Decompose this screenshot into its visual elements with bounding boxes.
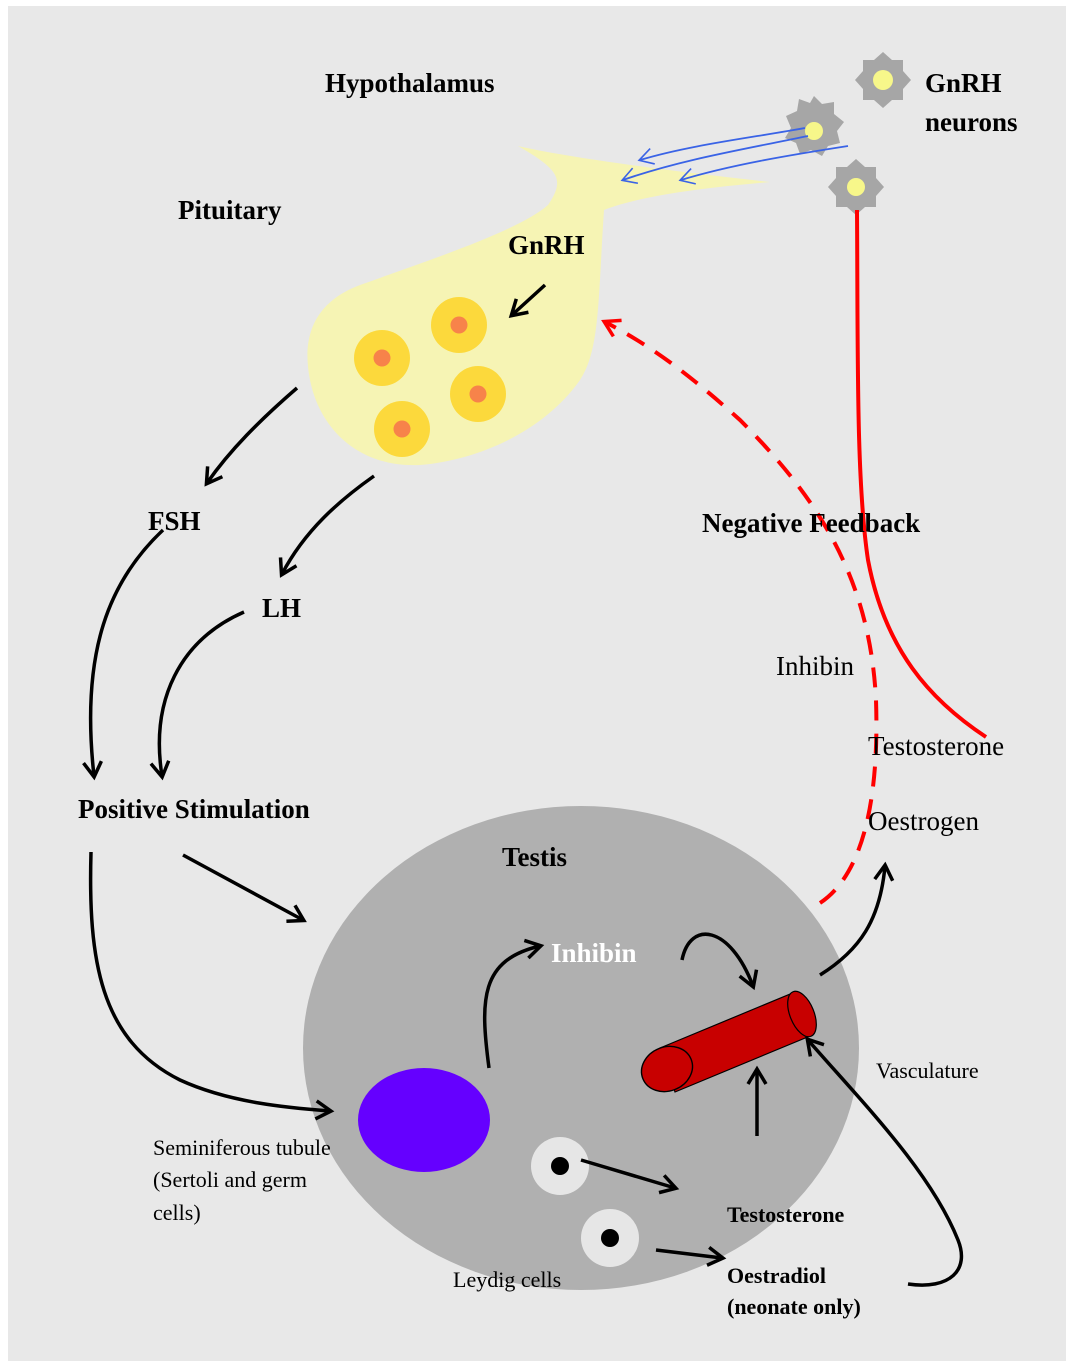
testis-label: Testis <box>502 842 567 872</box>
positive-stimulation-label: Positive Stimulation <box>78 794 310 824</box>
leydig-cells-label: Leydig cells <box>453 1267 561 1292</box>
pituitary-label: Pituitary <box>178 195 282 225</box>
seminiferous-label-line1: Seminiferous tubule <box>153 1135 331 1160</box>
gonadotroph-cell-icon <box>354 330 410 386</box>
vasculature-label: Vasculature <box>876 1058 979 1083</box>
inhibin-testis-label: Inhibin <box>551 938 637 968</box>
seminiferous-tubule <box>358 1068 490 1172</box>
negative-feedback-label: Negative Feedback <box>702 508 920 538</box>
gonadotroph-cell-icon <box>450 366 506 422</box>
seminiferous-label-line2: (Sertoli and germ <box>153 1167 307 1192</box>
oestradiol-label-line2: (neonate only) <box>727 1294 861 1319</box>
gnrh-label: GnRH <box>508 230 585 260</box>
oestrogen-label: Oestrogen <box>868 806 979 836</box>
testosterone-testis-label: Testosterone <box>727 1202 845 1227</box>
star-neuron-icon <box>828 159 884 215</box>
gonadotroph-cell-icon <box>431 297 487 353</box>
fsh-label: FSH <box>148 506 201 536</box>
star-neuron-icon <box>855 52 911 108</box>
leydig-cell-icon <box>581 1209 639 1267</box>
lh-label: LH <box>262 593 301 623</box>
oestradiol-label-line1: Oestradiol <box>727 1263 826 1288</box>
leydig-cell-icon <box>531 1137 589 1195</box>
gnrh-neurons-label-line1: GnRH <box>925 68 1002 98</box>
gonadotroph-cell-icon <box>374 401 430 457</box>
seminiferous-label-line3: cells) <box>153 1200 201 1225</box>
testosterone-feedback-label: Testosterone <box>868 731 1004 761</box>
gnrh-neurons-label-line2: neurons <box>925 107 1018 137</box>
inhibin-feedback-label: Inhibin <box>776 651 854 681</box>
hypothalamus-label: Hypothalamus <box>325 68 495 98</box>
